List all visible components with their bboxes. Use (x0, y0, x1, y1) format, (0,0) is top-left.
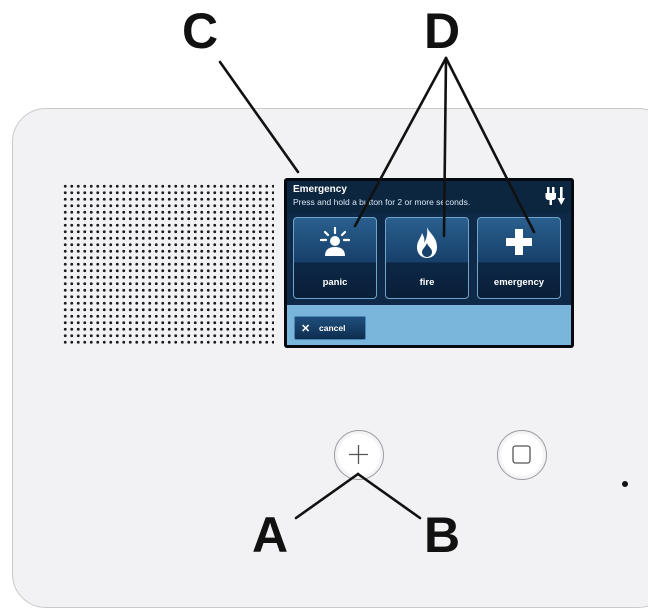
screen-title: Emergency (293, 184, 347, 195)
plus-button[interactable] (334, 430, 384, 480)
status-led (622, 481, 628, 487)
plus-icon (349, 445, 368, 464)
medical-cross-icon (478, 226, 560, 263)
home-button[interactable] (497, 430, 547, 480)
emergency-button-label: emergency (493, 277, 545, 288)
touchscreen: Emergency Press and hold a button for 2 … (284, 178, 574, 348)
fire-icon (386, 226, 468, 265)
speaker-grille (62, 183, 274, 347)
panic-button-label: panic (322, 277, 348, 288)
callout-b: B (424, 507, 461, 563)
close-icon: ✕ (301, 323, 311, 335)
callout-d: D (424, 3, 461, 59)
panic-button[interactable]: panic (293, 217, 377, 299)
callout-c: C (182, 3, 219, 59)
fire-button[interactable]: fire (385, 217, 469, 299)
panic-icon (294, 226, 376, 263)
emergency-button[interactable]: emergency (477, 217, 561, 299)
square-icon (512, 445, 531, 464)
screen-header: Emergency Press and hold a button for 2 … (287, 181, 571, 213)
screen-instructions: Press and hold a button for 2 or more se… (293, 197, 471, 207)
screen-content: Emergency Press and hold a button for 2 … (287, 181, 571, 345)
fire-button-label: fire (419, 277, 435, 288)
cancel-button-label: cancel (319, 323, 346, 333)
cancel-button[interactable]: ✕ cancel (294, 316, 366, 340)
callout-a: A (252, 507, 289, 563)
plug-arrow-icon (545, 185, 567, 212)
